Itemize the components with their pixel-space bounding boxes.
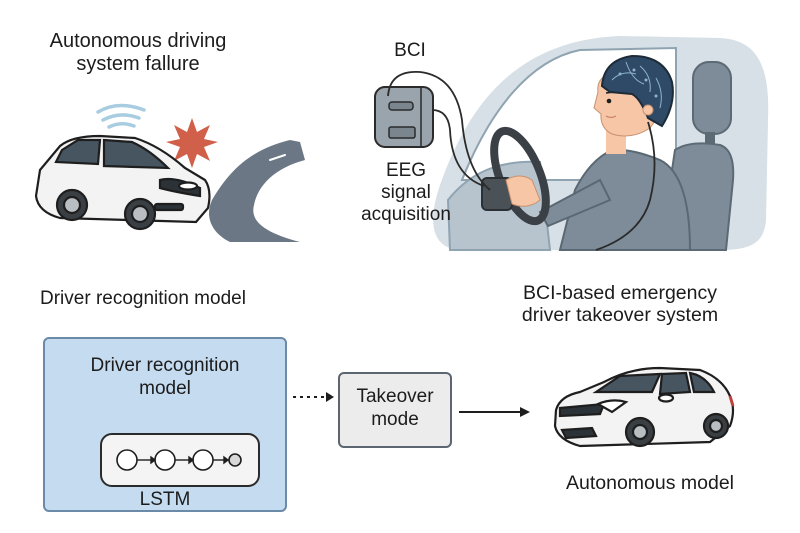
bci-label: BCI (394, 40, 426, 61)
dotted-arrow (293, 392, 334, 402)
eeg-signal-acquisition-label: EEG signal acquisition (361, 160, 451, 225)
driver-recognition-model-box: Driver recognition model LSTM (43, 337, 287, 512)
driver-recognition-box-title: Driver recognition model (90, 355, 240, 399)
road-icon (209, 140, 305, 242)
takeover-mode-box: Takeover mode (338, 372, 452, 448)
lstm-node (154, 449, 176, 471)
crash-star-icon (166, 118, 218, 168)
hatchback-car-icon (34, 134, 211, 231)
lstm-chain (100, 433, 260, 487)
autonomous-model-label: Autonomous model (565, 472, 735, 494)
car-cabin-illustration (433, 36, 769, 251)
system-title: BCI-based emergency driver takeover syst… (521, 282, 719, 327)
lstm-nodes-icon (116, 449, 242, 471)
failure-scene-title: Autonomous driving system fallure (49, 30, 227, 75)
wireless-signal-icon (96, 103, 146, 129)
solid-arrow (459, 407, 530, 417)
lstm-node (116, 449, 138, 471)
lstm-node (192, 449, 214, 471)
lstm-label: LSTM (139, 489, 191, 510)
bci-device-icon (374, 71, 491, 191)
sedan-car-icon (553, 366, 735, 448)
driver-recognition-heading: Driver recognition model (40, 288, 246, 309)
lstm-node (228, 453, 242, 467)
